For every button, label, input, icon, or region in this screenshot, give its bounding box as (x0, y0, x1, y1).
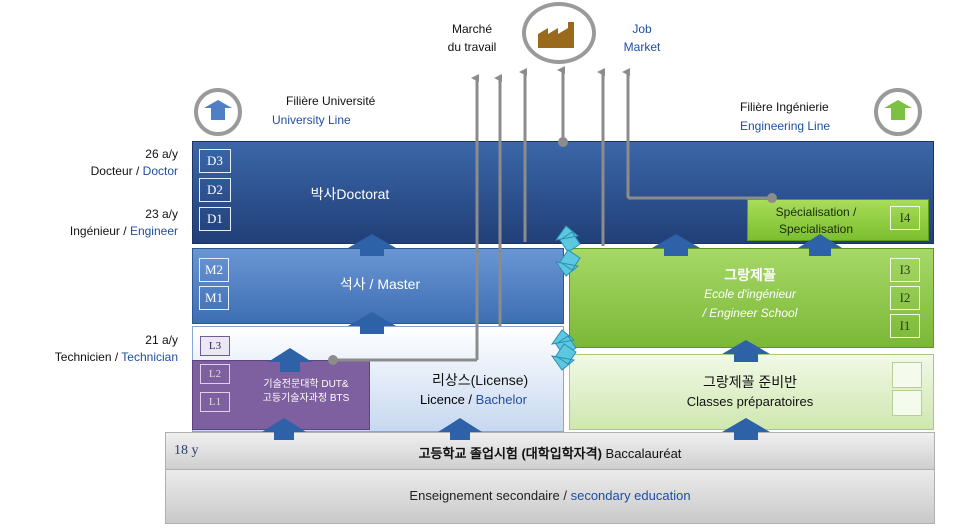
university-line-label: Filière Université University Line (272, 94, 376, 127)
tag-d3: D3 (199, 149, 231, 173)
market-label-en: Job Market (623, 22, 661, 54)
market-label-fr: Marché du travail (447, 22, 497, 54)
tag-l2: L2 (200, 364, 230, 384)
graduate-cap-icon-blue (204, 100, 232, 120)
engineering-line-label: Filière Ingénierie Engineering Line (740, 100, 831, 133)
level-label-engineer: 23 a/y Ingénieur / Engineer (69, 207, 178, 238)
prepa-slot-top (892, 362, 922, 388)
prepa-slot-bottom (892, 390, 922, 416)
master-label: 석사 / Master (339, 276, 421, 292)
tag-i2: I2 (890, 286, 920, 310)
market-circle (522, 2, 596, 64)
prepa-label: 그랑제꼴 준비반 Classes préparatoires (686, 374, 814, 409)
tag-m1: M1 (199, 286, 229, 310)
graduate-cap-icon-green (884, 100, 912, 120)
engineering-line-circle (874, 88, 922, 136)
bac-age: 18 y (174, 443, 199, 458)
level-label-technician: 21 a/y Technicien / Technician (54, 333, 178, 364)
tag-i1: I1 (890, 314, 920, 338)
tag-l1: L1 (200, 392, 230, 412)
factory-icon (538, 22, 574, 48)
grande-ecole-label: 그랑제꼴 Ecole d'ingénieur / Engineer School (702, 267, 798, 320)
tag-d1: D1 (199, 207, 231, 231)
tag-i3: I3 (890, 258, 920, 282)
prepa-block (569, 354, 934, 430)
tag-m2: M2 (199, 258, 229, 282)
tag-d2: D2 (199, 178, 231, 202)
baccalaureat-block: 18 y 고등학교 졸업시험 (대학입학자격) Baccalauréat (165, 432, 935, 470)
tag-i4: I4 (890, 206, 920, 230)
specialisation-label: Spécialisation / Specialisation (775, 205, 857, 236)
tag-l3: L3 (200, 336, 230, 356)
doctorat-label: 박사Doctorat (310, 186, 390, 202)
licence-label: 리상스(License) Licence / Bachelor (420, 372, 529, 407)
grande-ecole-block (569, 248, 934, 348)
level-label-doctor: 26 a/y Docteur / Doctor (90, 147, 178, 178)
university-line-circle (194, 88, 242, 136)
secondary-education-block: Enseignement secondaire / secondary educ… (165, 468, 935, 524)
dut-bts-label: 기술전문대학 DUT& 고등기술자과정 BTS (262, 379, 350, 404)
